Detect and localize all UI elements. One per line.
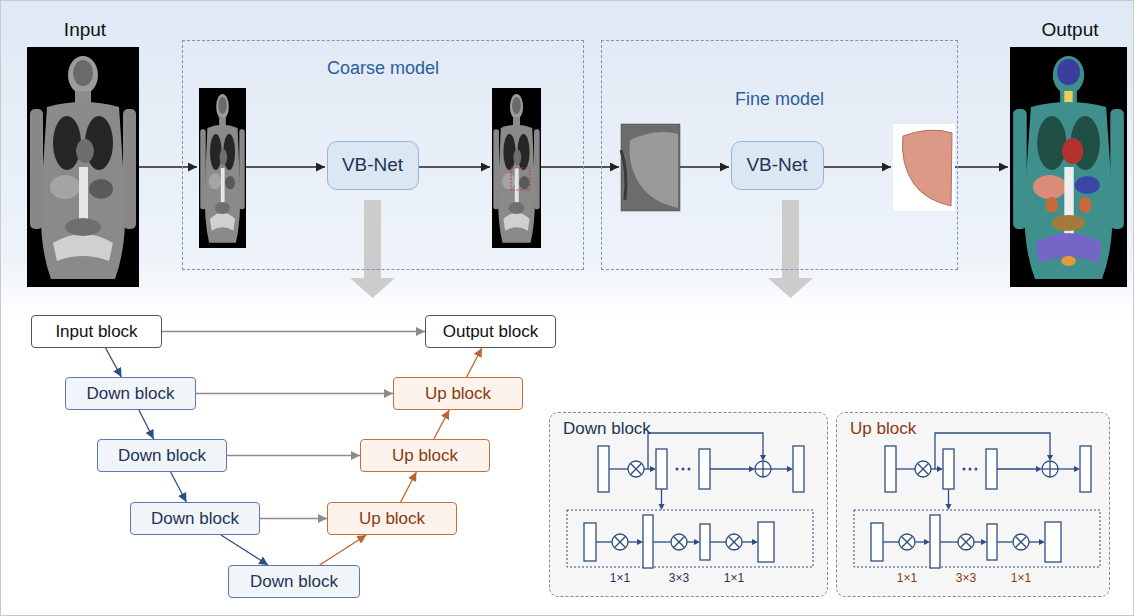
connector-arrow [106, 348, 122, 377]
connector-arrow [320, 535, 367, 565]
roi-box [511, 168, 530, 190]
detail-arrow [768, 200, 813, 298]
detail-arrow [350, 200, 395, 298]
down-block: Down block [228, 565, 360, 598]
node-label: Up block [425, 384, 491, 404]
node-label: Down block [151, 509, 239, 529]
liver-mask-image [893, 124, 955, 211]
node-label: Up block [850, 419, 916, 439]
down-block: Down block [97, 439, 227, 472]
node-label: Down block [87, 384, 175, 404]
block-detail-panel: Up block [836, 412, 1110, 597]
node-label: Input block [55, 322, 137, 342]
kernel-size: 3×3 [956, 572, 976, 586]
up-block: Up block [360, 439, 490, 472]
model-region: Coarse modelVB-Net [182, 40, 584, 270]
network-box: VB-Net [327, 141, 419, 190]
model-region: Fine modelVB-Net [601, 40, 958, 270]
input-block: Input block [31, 315, 162, 348]
ct-scan-image [27, 47, 139, 287]
connector-arrow [139, 410, 154, 439]
node-label: VB-Net [746, 154, 807, 176]
connector-arrow [171, 472, 187, 502]
connector-arrow [467, 348, 482, 377]
network-box: VB-Net [731, 141, 824, 190]
kernel-size: 1×1 [897, 572, 917, 586]
up-block: Up block [393, 377, 523, 410]
connector-arrow [260, 518, 327, 519]
kernel-size: 1×1 [610, 572, 630, 586]
ct-scan-image [199, 88, 246, 248]
connector-arrow [196, 393, 393, 394]
kernel-size: 1×1 [724, 572, 744, 586]
residual-block-schematic [567, 433, 813, 568]
output-block: Output block [425, 315, 556, 348]
connector-arrow [227, 455, 360, 456]
connector-arrow [162, 331, 425, 332]
liver-crop-image [621, 124, 680, 211]
node-label: Up block [392, 446, 458, 466]
down-block: Down block [130, 502, 260, 535]
node-label: Output block [443, 322, 538, 342]
kernel-size: 1×1 [1011, 572, 1031, 586]
down-block: Down block [65, 377, 196, 410]
node-label: Coarse model [327, 58, 439, 79]
image-heading: Output [1041, 19, 1098, 41]
connector-arrow [434, 410, 449, 439]
pipeline-arrows [139, 166, 1008, 167]
connector-arrow [221, 535, 268, 565]
node-label: Fine model [735, 89, 824, 110]
block-detail-panel: Down block [549, 412, 828, 597]
panel-ground [836, 412, 1110, 597]
connector-arrow [401, 472, 417, 502]
node-label: VB-Net [342, 154, 403, 176]
node-label: Down block [118, 446, 206, 466]
node-label: Down block [250, 572, 338, 592]
residual-block-schematic [854, 433, 1100, 568]
kernel-size: 3×3 [669, 572, 689, 586]
panel-ground [549, 412, 828, 597]
up-block: Up block [327, 502, 457, 535]
node-label: Up block [359, 509, 425, 529]
ct-scan-image [492, 88, 541, 248]
segmentation-output-image [1010, 47, 1127, 287]
node-label: Down block [563, 419, 651, 439]
image-heading: Input [64, 19, 106, 41]
